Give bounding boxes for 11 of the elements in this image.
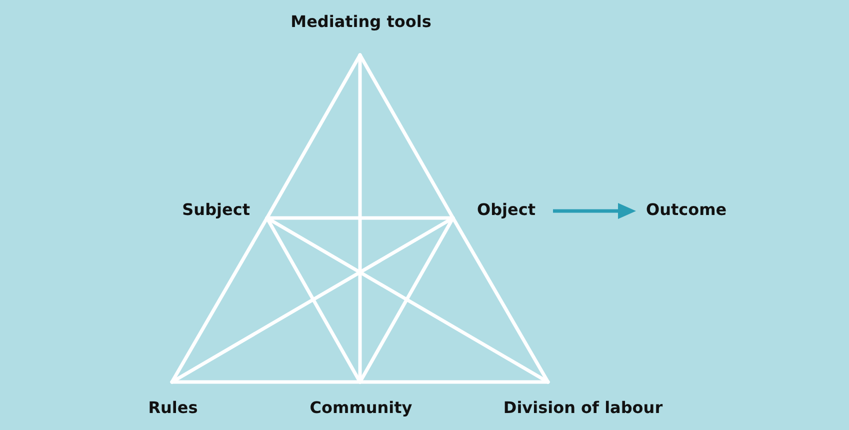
node-label: Community xyxy=(310,398,412,418)
node-label: Division of labour xyxy=(503,398,663,418)
node-label: Rules xyxy=(148,398,198,418)
arrow xyxy=(553,203,636,219)
node-label: Mediating tools xyxy=(290,12,432,32)
node-label: Outcome xyxy=(646,200,727,220)
node-label: Object xyxy=(477,200,536,220)
connector-line xyxy=(265,216,455,220)
node-label: Subject xyxy=(182,200,250,220)
connector-line xyxy=(170,380,362,384)
connector-line xyxy=(358,380,550,384)
